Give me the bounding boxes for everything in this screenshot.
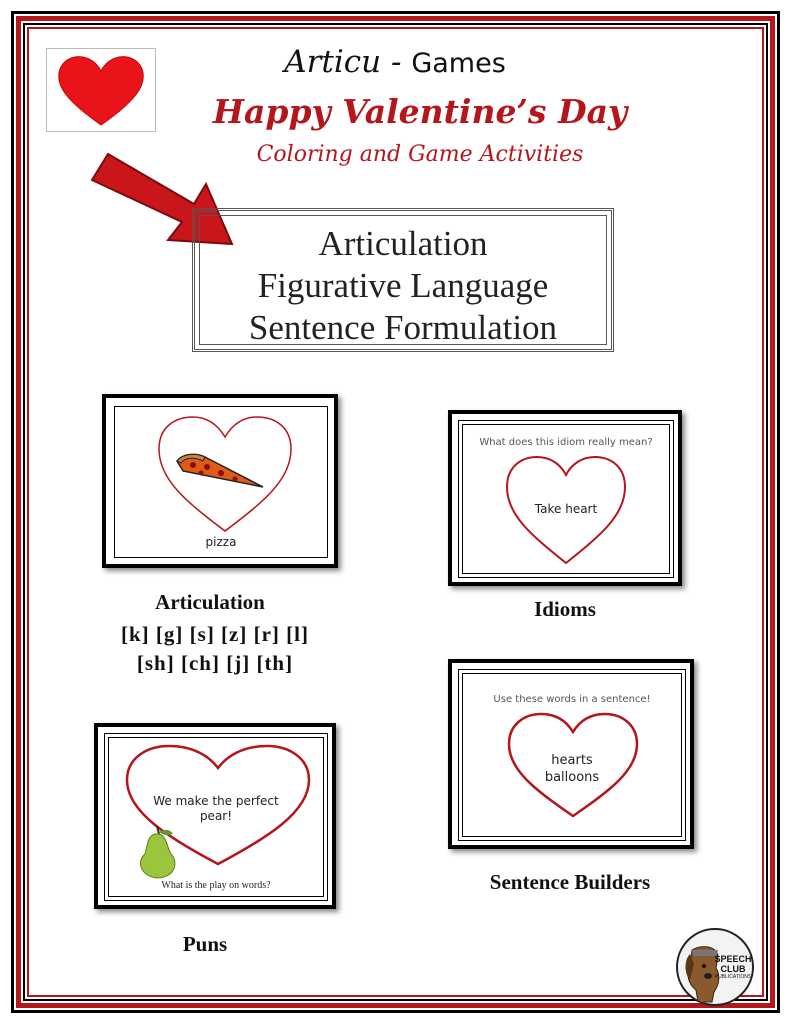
heart-icon — [58, 56, 144, 126]
pear-icon — [140, 825, 176, 879]
card-word: pizza — [205, 535, 237, 549]
page-frame-inner — [23, 23, 768, 1001]
pizza-icon — [176, 453, 264, 488]
card-sentence-builders: Use these words in a sentence! hearts ba… — [448, 659, 694, 849]
page-title: Happy Valentine’s Day — [212, 92, 628, 131]
sentence-words: hearts balloons — [463, 752, 681, 786]
brand-main: Articu - — [284, 44, 402, 80]
idiom-text: Take heart — [534, 502, 598, 516]
label-sentence-builders: Sentence Builders — [489, 870, 651, 894]
sentence-word-1: hearts — [551, 753, 593, 768]
label-articulation: Articulation — [155, 590, 265, 614]
heart-outline-icon — [507, 712, 639, 818]
heart-logo — [46, 48, 156, 132]
logo-line-2: CLUB — [720, 964, 746, 974]
pun-line-1: We make the perfect — [153, 794, 279, 808]
sentence-word-2: balloons — [544, 770, 600, 785]
label-idioms: Idioms — [534, 597, 596, 621]
pun-text: We make the perfect pear! — [119, 794, 313, 824]
pun-question: What is the play on words? — [161, 880, 271, 891]
pun-line-2: pear! — [199, 809, 233, 823]
logo-line-3: PUBLICATIONS — [714, 974, 752, 980]
heart-outline-icon — [158, 416, 292, 532]
sounds-line-1: [k] [g] [s] [z] [r] [l] — [121, 622, 309, 646]
topics-box: Articulation Figurative Language Sentenc… — [192, 208, 614, 352]
page-subtitle: Coloring and Game Activities — [256, 142, 584, 167]
heart-outline-icon — [125, 744, 311, 866]
arrow-icon — [90, 152, 234, 246]
page-frame-outer — [11, 11, 780, 1013]
brand-title: Articu - Games — [230, 44, 560, 80]
topic-articulation: Articulation — [318, 224, 488, 263]
logo-line-1: SPEECH — [714, 954, 752, 964]
sounds-line-2: [sh] [ch] [j] [th] — [136, 651, 294, 675]
dog-icon — [685, 946, 720, 1003]
publisher-logo: SPEECH CLUB PUBLICATIONS — [676, 928, 754, 1006]
sentence-prompt: Use these words in a sentence! — [493, 694, 651, 705]
card-articulation: pizza — [102, 394, 338, 568]
topic-figurative-language: Figurative Language — [257, 266, 549, 305]
card-idioms: What does this idiom really mean? Take h… — [448, 410, 682, 586]
idiom-prompt: What does this idiom really mean? — [479, 437, 653, 448]
brand-games: Games — [411, 48, 506, 79]
page-frame-red-inner — [27, 27, 764, 997]
label-puns: Puns — [182, 932, 228, 956]
card-puns: We make the perfect pear! What is the pl… — [94, 723, 336, 909]
publisher-logo-text: SPEECH CLUB PUBLICATIONS — [712, 954, 752, 981]
topic-sentence-formulation: Sentence Formulation — [248, 308, 558, 347]
heart-outline-icon — [505, 455, 627, 565]
page-frame-red — [16, 16, 775, 1008]
